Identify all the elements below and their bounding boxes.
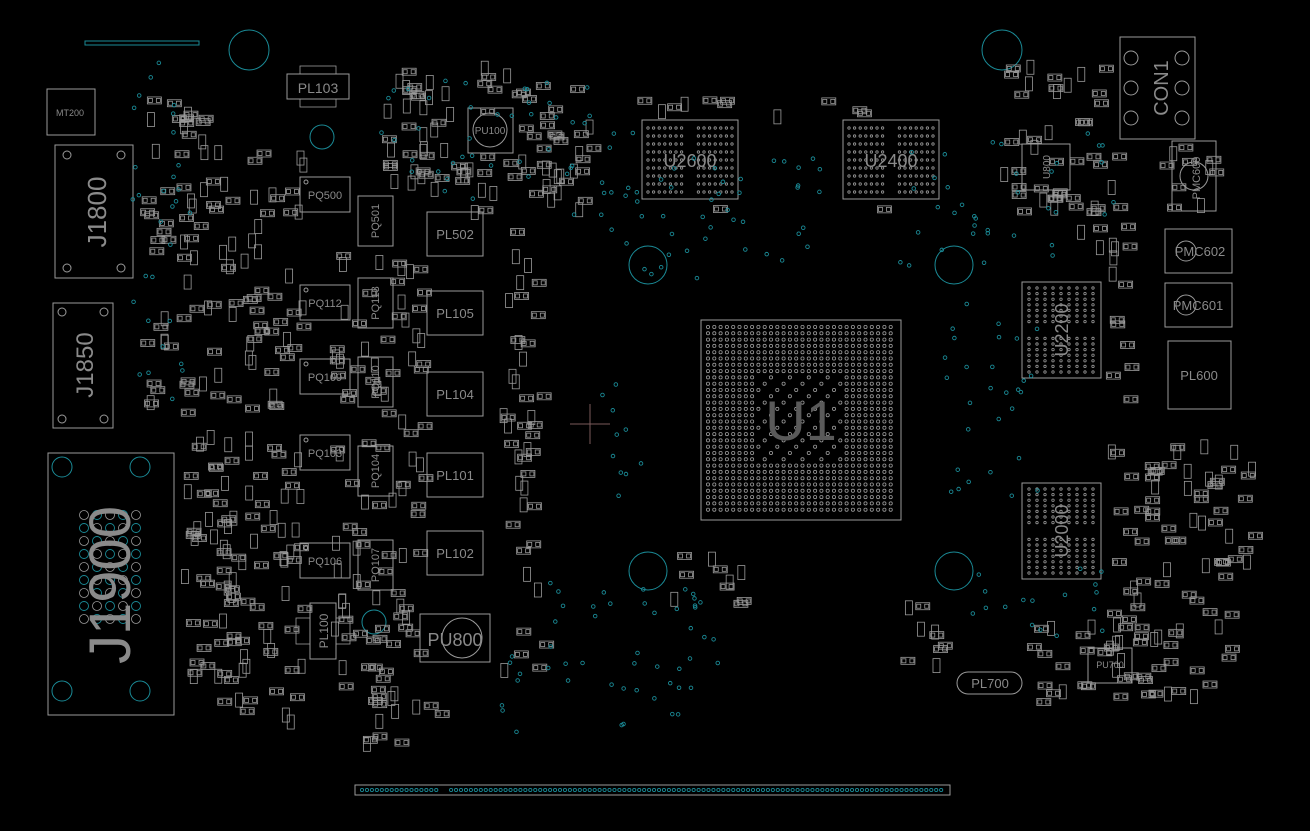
component-CON1[interactable]: CON1 — [1119, 36, 1196, 140]
component-PQ110[interactable]: PQ110 — [357, 356, 394, 408]
component-U800[interactable]: U800 — [1021, 143, 1071, 191]
component-U2000[interactable]: U2000 — [1021, 482, 1102, 580]
component-label: U2400 — [864, 151, 917, 171]
component-label: PQ500 — [308, 190, 342, 202]
component-label: U2600 — [663, 151, 716, 171]
component-PL700[interactable]: PL700 — [956, 671, 1023, 695]
component-label: PQ106 — [308, 556, 342, 568]
component-PQ501[interactable]: PQ501 — [357, 195, 394, 247]
component-U2400[interactable]: U2400 — [842, 119, 940, 200]
component-label: PL100 — [317, 613, 331, 648]
component-J1900[interactable]: J1900 — [47, 452, 175, 716]
component-label: PL102 — [436, 546, 474, 561]
component-label: PMC601 — [1173, 298, 1224, 313]
component-label: J1850 — [72, 332, 99, 397]
mounting-hole — [361, 609, 387, 635]
component-label: PL101 — [436, 468, 474, 483]
component-label: PQ109 — [308, 372, 342, 384]
mounting-hole — [628, 245, 668, 285]
component-label: J1900 — [78, 506, 143, 664]
component-label: PU800 — [427, 630, 482, 650]
component-label: PL600 — [1180, 368, 1218, 383]
component-PL105[interactable]: PL105 — [426, 290, 484, 336]
component-PQ500[interactable]: PQ500 — [299, 176, 351, 213]
bottom-edge-connector — [354, 784, 951, 796]
mounting-hole — [309, 124, 335, 150]
component-label: U800 — [1042, 155, 1053, 179]
component-label: PQ103 — [308, 448, 342, 460]
component-label: U2000 — [1052, 504, 1072, 557]
component-label: PL502 — [436, 227, 474, 242]
component-PU700[interactable]: PU700 — [1087, 647, 1133, 684]
mounting-hole — [934, 245, 974, 285]
mounting-hole — [934, 551, 974, 591]
component-label: PMC600 — [1191, 157, 1203, 200]
component-U2200[interactable]: U2200 — [1021, 281, 1102, 379]
component-PMC601[interactable]: PMC601 — [1164, 282, 1233, 328]
component-PQ103[interactable]: PQ103 — [299, 434, 351, 471]
component-label: PQ501 — [370, 204, 382, 238]
component-label: PL104 — [436, 387, 474, 402]
mounting-hole — [228, 29, 270, 71]
component-PQ113[interactable]: PQ113 — [357, 277, 394, 329]
component-PL100[interactable]: PL100 — [295, 602, 351, 660]
component-PQ104[interactable]: PQ104 — [357, 445, 394, 497]
component-PL104[interactable]: PL104 — [426, 371, 484, 417]
vias — [130, 60, 1116, 735]
component-label: PU100 — [475, 126, 506, 137]
component-PL101[interactable]: PL101 — [426, 452, 484, 498]
component-PQ107[interactable]: PQ107 — [357, 539, 394, 591]
component-PL102[interactable]: PL102 — [426, 530, 484, 576]
component-PL502[interactable]: PL502 — [426, 211, 484, 257]
component-J1850[interactable]: J1850 — [52, 302, 114, 429]
small-components — [140, 59, 1263, 752]
component-PQ112[interactable]: PQ112 — [299, 284, 351, 321]
component-label: PQ107 — [370, 548, 382, 582]
component-U1[interactable]: U1 — [700, 319, 902, 521]
component-label: U2200 — [1052, 303, 1072, 356]
component-label: CON1 — [1151, 60, 1173, 116]
component-U2600[interactable]: U2600 — [641, 119, 739, 200]
component-label: PQ112 — [308, 298, 341, 310]
component-PQ109[interactable]: PQ109 — [299, 358, 351, 395]
component-label: U1 — [765, 389, 837, 452]
component-label: J1800 — [82, 177, 112, 248]
mounting-holes — [228, 29, 1023, 635]
component-label: PL700 — [971, 676, 1009, 691]
component-label: PL103 — [298, 80, 339, 96]
component-label: PL105 — [436, 306, 474, 321]
top-edge-strip — [84, 40, 200, 46]
component-label: PU700 — [1096, 660, 1124, 670]
mounting-hole — [628, 551, 668, 591]
crosshair-marker-icon — [570, 404, 610, 444]
mounting-hole — [981, 29, 1023, 71]
component-PU800[interactable]: PU800 — [419, 613, 491, 663]
component-PL103[interactable]: PL103 — [286, 65, 350, 108]
component-label: PQ104 — [370, 454, 382, 488]
component-label: MT200 — [56, 108, 84, 118]
component-PMC602[interactable]: PMC602 — [1164, 228, 1233, 274]
component-label: PQ113 — [370, 286, 382, 319]
component-label: PMC602 — [1175, 244, 1226, 259]
component-MT200[interactable]: MT200 — [46, 88, 96, 136]
component-J1800[interactable]: J1800 — [54, 144, 134, 279]
component-PL600[interactable]: PL600 — [1167, 340, 1232, 410]
